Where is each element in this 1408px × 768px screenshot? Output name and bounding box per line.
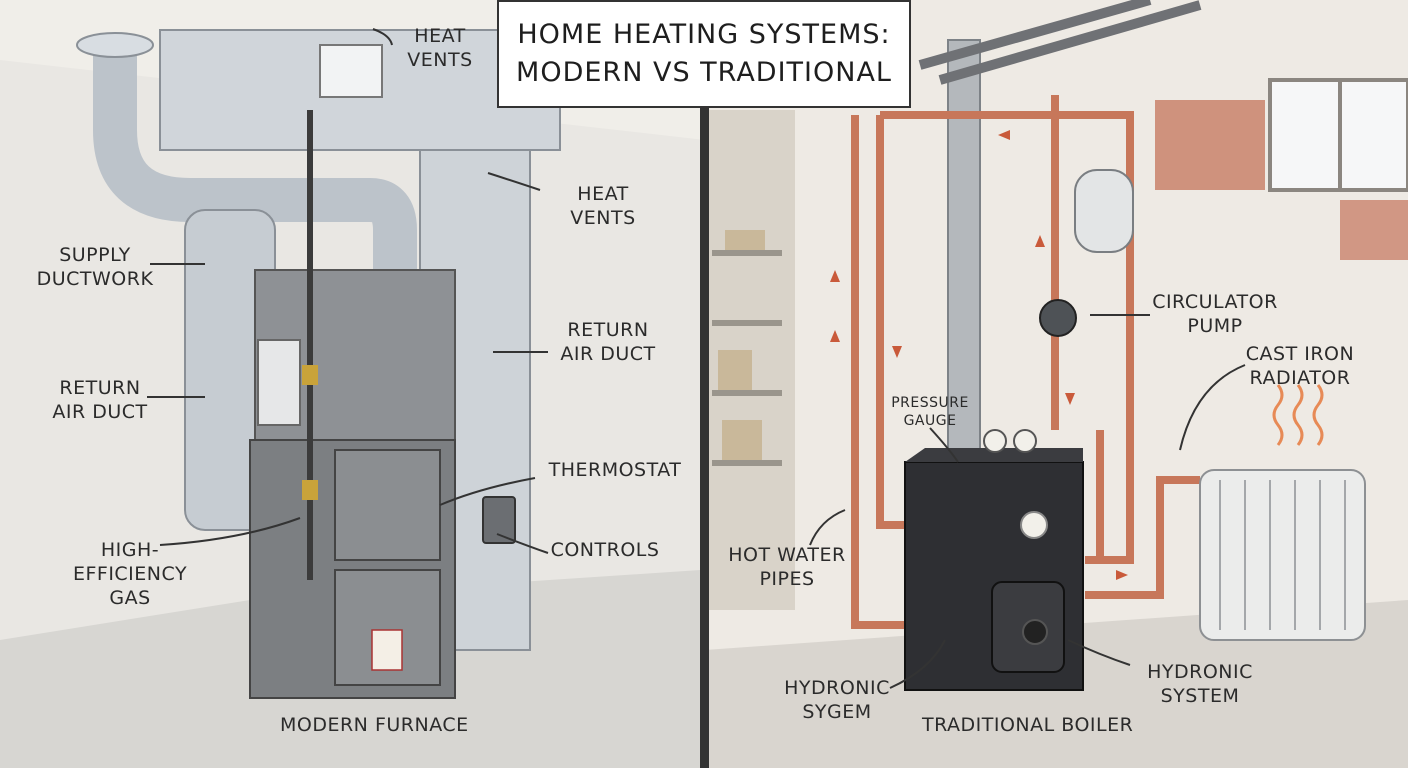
left-pointer-arrows bbox=[147, 28, 549, 554]
label-supply-ductwork-l1: SUPPLY bbox=[59, 244, 131, 266]
label-pressure-gauge-l1: PRESSURE bbox=[891, 395, 969, 411]
title-box: HOME HEATING SYSTEMS: MODERN VS TRADITIO… bbox=[497, 0, 911, 108]
heat-waves bbox=[1272, 384, 1324, 446]
heat-vent-grille bbox=[319, 44, 383, 98]
label-high-efficiency-gas: HIGH- EFFICIENCY GAS bbox=[60, 538, 200, 610]
label-hydronic-system: HYDRONIC SYSTEM bbox=[1135, 660, 1265, 708]
caption-modern-furnace: MODERN FURNACE bbox=[280, 714, 469, 736]
label-heat-vents-right-l1: HEAT bbox=[577, 183, 629, 205]
flow-arrows bbox=[830, 130, 1128, 580]
label-hydronic-sygem-l1: HYDRONIC bbox=[784, 677, 890, 699]
label-hot-water-pipes: HOT WATER PIPES bbox=[722, 543, 852, 591]
label-hydronic-system-l2: SYSTEM bbox=[1160, 685, 1240, 707]
expansion-tank bbox=[1074, 169, 1134, 253]
circulator-pump-body bbox=[1039, 299, 1077, 337]
label-circulator-pump-l2: PUMP bbox=[1187, 315, 1243, 337]
label-high-efficiency-gas-l2: EFFICIENCY bbox=[72, 563, 188, 585]
label-heat-vents-top: HEAT VENTS bbox=[405, 24, 475, 72]
label-hydronic-sygem-l2: SYGEM bbox=[802, 701, 872, 723]
panel-divider bbox=[700, 0, 709, 768]
label-cast-iron-radiator-l2: RADIATOR bbox=[1249, 367, 1351, 389]
right-pointer-arrows bbox=[809, 314, 1246, 689]
label-supply-ductwork-l2: DUCTWORK bbox=[36, 268, 154, 290]
pressure-gauge-dial bbox=[983, 429, 1007, 453]
label-cast-iron-radiator: CAST IRON RADIATOR bbox=[1235, 342, 1365, 390]
boiler-cabinet bbox=[904, 429, 1084, 691]
gas-pipe bbox=[302, 110, 318, 580]
supply-ductwork bbox=[76, 29, 561, 440]
label-return-air-duct-right-l2: AIR DUCT bbox=[560, 343, 656, 365]
label-return-air-duct-left: RETURN AIR DUCT bbox=[30, 376, 170, 424]
overhead-pipes bbox=[918, 0, 1202, 85]
label-return-air-duct-left-l2: AIR DUCT bbox=[52, 401, 148, 423]
label-thermostat: THERMOSTAT bbox=[540, 458, 690, 482]
caption-traditional-boiler: TRADITIONAL BOILER bbox=[922, 714, 1134, 736]
label-hydronic-sygem: HYDRONIC SYGEM bbox=[772, 676, 902, 724]
furnace-cabinet bbox=[249, 269, 456, 699]
label-return-air-duct-left-l1: RETURN bbox=[59, 377, 141, 399]
label-return-air-duct-right-l1: RETURN bbox=[567, 319, 649, 341]
label-heat-vents-right-l2: VENTS bbox=[570, 207, 636, 229]
label-pressure-gauge: PRESSURE GAUGE bbox=[880, 394, 980, 430]
label-pressure-gauge-l2: GAUGE bbox=[903, 413, 957, 429]
label-hydronic-system-l1: HYDRONIC bbox=[1147, 661, 1253, 683]
label-heat-vents-top-l2: VENTS bbox=[407, 49, 473, 71]
label-circulator-pump: CIRCULATOR PUMP bbox=[1145, 290, 1285, 338]
label-heat-vents-top-l1: HEAT bbox=[414, 25, 466, 47]
storage-shelf bbox=[712, 230, 782, 466]
thermostat-unit bbox=[482, 496, 516, 544]
label-return-air-duct-right: RETURN AIR DUCT bbox=[548, 318, 668, 366]
label-hot-water-pipes-l2: PIPES bbox=[759, 568, 815, 590]
label-high-efficiency-gas-l1: HIGH- bbox=[100, 539, 160, 561]
brick-wall-patch bbox=[1155, 100, 1408, 260]
label-circulator-pump-l1: CIRCULATOR bbox=[1152, 291, 1278, 313]
label-heat-vents-right: HEAT VENTS bbox=[548, 182, 658, 230]
basement-window bbox=[1268, 78, 1408, 192]
label-controls: CONTROLS bbox=[545, 538, 665, 562]
title-line-1: HOME HEATING SYSTEMS: bbox=[517, 19, 891, 50]
label-controls-l1: CONTROLS bbox=[550, 539, 660, 561]
label-supply-ductwork: SUPPLY DUCTWORK bbox=[20, 243, 170, 291]
label-cast-iron-radiator-l1: CAST IRON bbox=[1245, 343, 1355, 365]
label-high-efficiency-gas-l3: GAS bbox=[109, 587, 151, 609]
label-thermostat-l1: THERMOSTAT bbox=[548, 459, 682, 481]
cast-iron-radiator bbox=[1199, 469, 1366, 641]
title-line-2: MODERN VS TRADITIONAL bbox=[516, 57, 892, 88]
label-hot-water-pipes-l1: HOT WATER bbox=[728, 544, 846, 566]
